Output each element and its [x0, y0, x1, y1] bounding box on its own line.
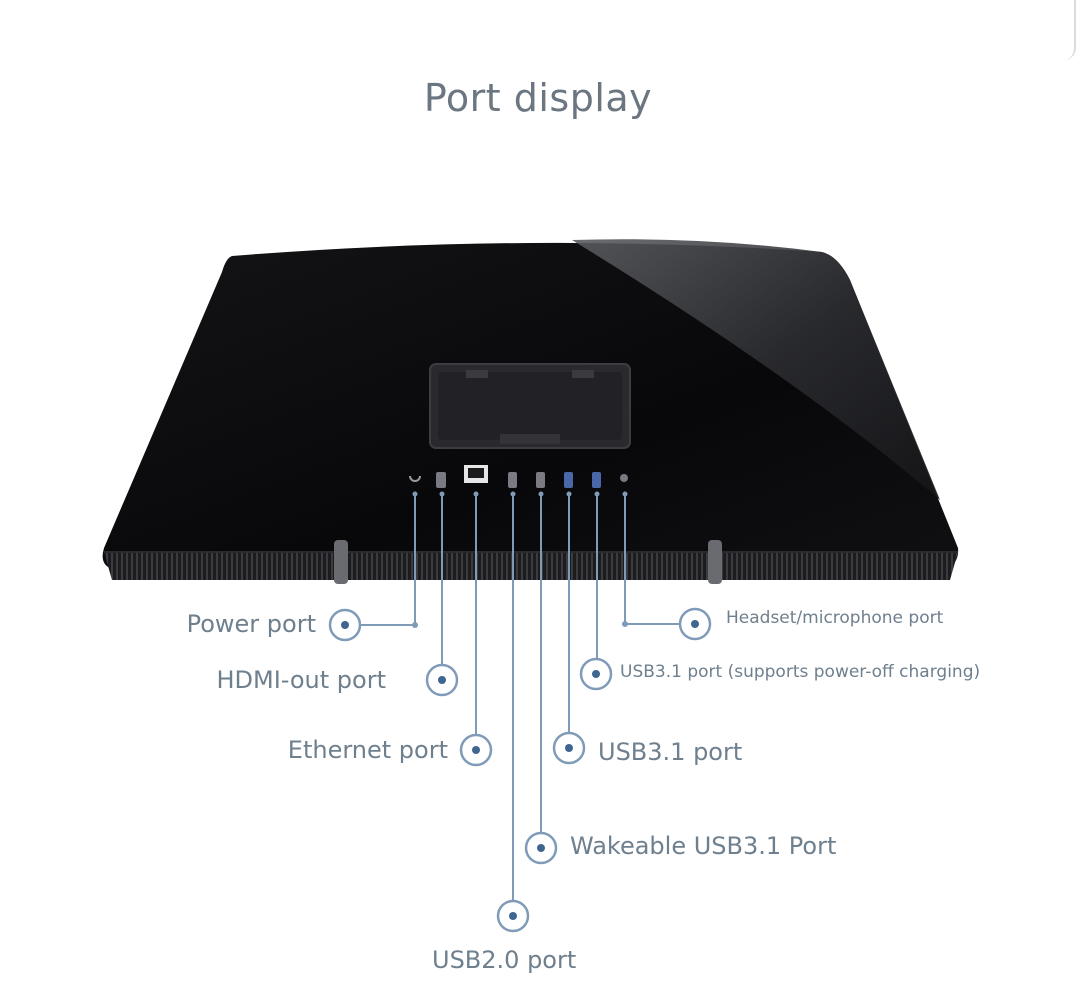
monitor-glossy-reflection	[572, 239, 940, 500]
label-ethernet-port: Ethernet port	[287, 736, 448, 764]
power-port-glyph	[409, 475, 421, 482]
usb31-charge-port-glyph	[592, 472, 601, 488]
headset-port-glyph	[620, 474, 628, 482]
stand-hinge-left	[334, 540, 348, 584]
page-title: Port display	[423, 76, 653, 120]
label-usb31-port: USB3.1 port	[598, 738, 743, 766]
label-headset-port: Headset/microphone port	[726, 608, 944, 628]
vent-strip	[104, 552, 958, 580]
wake-usb31-port-glyph	[536, 472, 545, 488]
port-row	[409, 465, 628, 488]
hdmi-port-glyph	[436, 472, 446, 488]
label-hdmi-port: HDMI-out port	[216, 666, 386, 694]
page-edge-decoration	[1058, 0, 1076, 60]
label-usb31-charge-port: USB3.1 port (supports power-off charging…	[620, 662, 981, 682]
label-power-port: Power port	[186, 610, 316, 638]
label-wake-usb31-port: Wakeable USB3.1 Port	[570, 832, 837, 860]
usb20-port-glyph	[508, 472, 517, 488]
label-usb20-port: USB2.0 port	[432, 946, 577, 974]
usb31-port-glyph	[564, 472, 573, 488]
stand-hinge-right	[708, 540, 722, 584]
